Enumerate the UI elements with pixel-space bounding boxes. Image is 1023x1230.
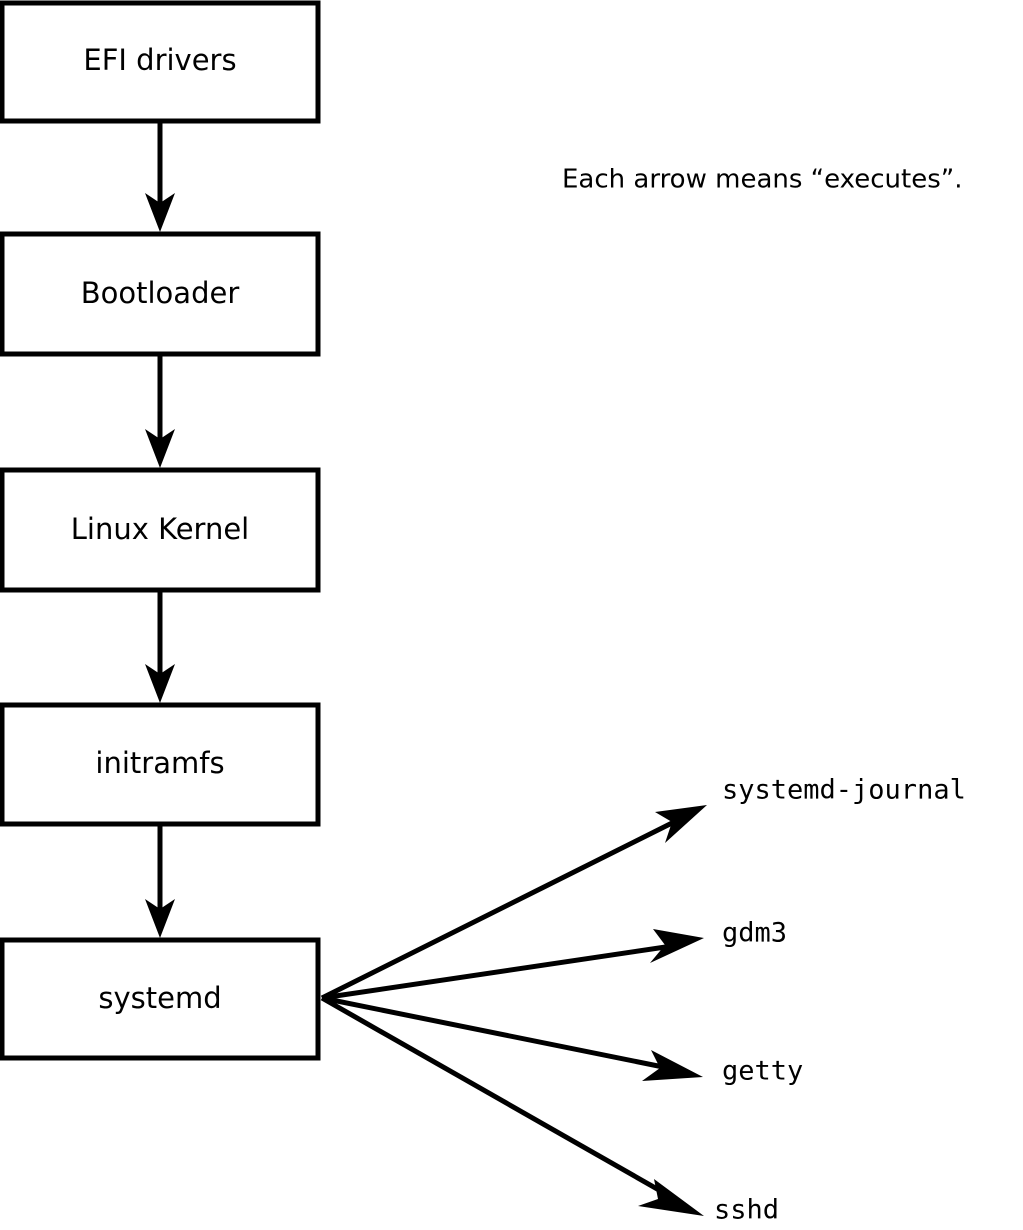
chain-arrow-bootloader-to-kernel — [145, 354, 175, 468]
stage-box-outline — [0, 467, 321, 593]
service-label-gdm3: gdm3 — [722, 918, 787, 949]
fanout-arrow-getty — [321, 995, 703, 1081]
service-label-sshd: sshd — [714, 1195, 779, 1226]
stage-box-label: Linux Kernel — [71, 512, 249, 546]
chain-arrow-kernel-to-initramfs — [145, 590, 175, 703]
fanout-arrow-sshd — [320, 995, 704, 1216]
chain-arrow-initramfs-to-systemd — [145, 824, 175, 938]
stage-box-label: EFI drivers — [83, 43, 236, 77]
fanout-arrow-line — [321, 995, 679, 1073]
arrowhead-icon — [642, 1050, 703, 1081]
stage-box-outline — [0, 0, 321, 124]
fanout-arrow-group — [320, 805, 707, 1216]
service-label-systemd-journal: systemd-journal — [722, 775, 966, 806]
service-label-getty: getty — [722, 1056, 803, 1087]
stage-box-initramfs[interactable]: initramfs — [0, 702, 321, 827]
chain-arrow-group — [145, 121, 175, 938]
stage-box-systemd[interactable]: systemd — [0, 937, 321, 1061]
arrowhead-icon — [638, 1179, 704, 1216]
arrowhead-icon — [655, 805, 707, 843]
stage-box-label: systemd — [98, 981, 221, 1015]
arrowhead-down-icon — [145, 429, 175, 468]
arrowhead-icon — [650, 929, 704, 963]
arrowhead-down-icon — [145, 664, 175, 703]
stage-box-label: Bootloader — [81, 276, 240, 310]
legend-note: Each arrow means “executes”. — [562, 165, 963, 195]
stage-box-linux-kernel[interactable]: Linux Kernel — [0, 467, 321, 593]
stage-box-bootloader[interactable]: Bootloader — [0, 231, 321, 357]
stage-box-outline — [0, 937, 321, 1061]
chain-arrow-efi-to-bootloader — [145, 121, 175, 232]
fanout-arrow-line — [320, 815, 684, 1001]
arrowhead-down-icon — [145, 899, 175, 938]
arrowhead-down-icon — [145, 193, 175, 232]
stage-box-outline — [0, 231, 321, 357]
stage-box-label: initramfs — [95, 746, 224, 780]
boot-chain-boxes: EFI drivers Bootloader Linux Kernel init… — [0, 0, 321, 1061]
fanout-arrow-line — [320, 995, 682, 1205]
service-label-group: systemd-journal gdm3 getty sshd — [714, 775, 966, 1226]
fanout-arrow-systemd-journal — [320, 805, 707, 1001]
stage-box-efi-drivers[interactable]: EFI drivers — [0, 0, 321, 124]
fanout-arrow-line — [321, 942, 680, 1001]
fanout-arrow-gdm3 — [321, 929, 704, 1001]
stage-box-outline — [0, 702, 321, 827]
